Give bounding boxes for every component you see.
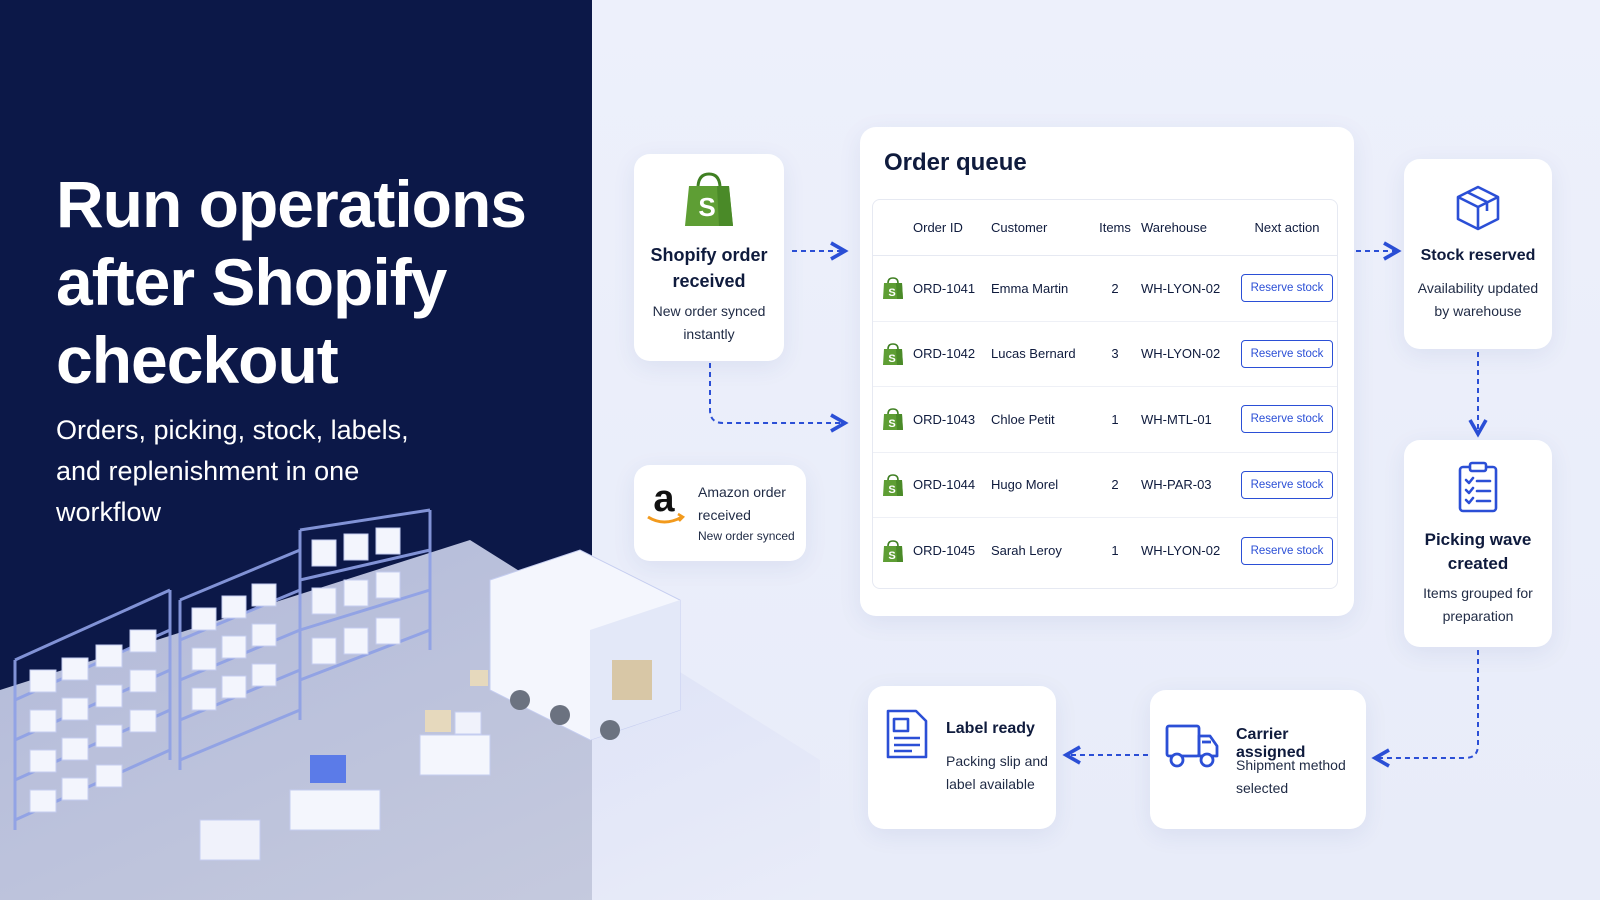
table-row: S ORD-1041 Emma Martin 2 WH-LYON-02 Reserve s… [873,256,1337,322]
table-row: S ORD-1043 Chloe Petit 1 WH-MTL-01 Reserve st… [873,387,1337,453]
customer-cell: Lucas Bernard [991,346,1076,362]
order-table: Order ID Customer Items Warehouse Next a… [872,199,1338,589]
label-document-icon [884,708,930,760]
order-id-cell: ORD-1041 [913,280,976,296]
amazon-card-subtitle: New order synced [698,529,795,543]
carrier-card-title: Carrier assigned [1236,726,1306,761]
amazon-order-card: a Amazon order received New order synced [634,465,806,561]
warehouse-illustration [0,508,820,900]
clipboard-checklist-icon [1457,460,1499,514]
svg-text:S: S [888,484,895,496]
reserve-stock-button[interactable]: Reserve stock [1240,339,1334,368]
customer-cell: Chloe Petit [991,411,1055,427]
warehouse-cell: WH-PAR-03 [1141,477,1212,493]
warehouse-cell: WH-LYON-02 [1141,346,1221,362]
box-icon [1453,183,1503,233]
hero-title: Run operations after Shopify checkout [56,167,527,397]
amazon-logo-icon: a [644,481,688,527]
order-queue-panel: Order queue Order ID Customer Items Ware… [860,127,1354,616]
shopify-icon: S [873,539,913,563]
svg-text:S: S [698,192,715,222]
table-row: S ORD-1045 Sarah Leroy 1 WH-LYON-02 Reserve s… [873,518,1337,584]
warehouse-cell: WH-LYON-02 [1141,280,1221,296]
label-ready-card: Label ready Packing slip and label avail… [868,686,1056,829]
order-id-cell: ORD-1044 [913,477,976,493]
col-header-next-action: Next action [1254,220,1320,235]
stock-reserved-card: Stock reserved Availability updated by w… [1404,159,1552,349]
customer-cell: Hugo Morel [991,477,1059,493]
table-row: S ORD-1042 Lucas Bernard 3 WH-LYON-02 Reserve… [873,322,1337,387]
shopify-order-card: S Shopify order received New order synce… [634,154,784,361]
reserve-stock-button[interactable]: Reserve stock [1240,274,1334,303]
amazon-card-title: Amazon order received [698,484,786,523]
col-header-order-id: Order ID [913,220,963,235]
shopify-icon: S [873,342,913,366]
stock-card-subtitle: Availability updated by warehouse [1417,280,1539,319]
truck-icon [1164,720,1220,772]
customer-cell: Emma Martin [991,280,1069,296]
items-cell: 3 [1111,346,1119,362]
order-id-cell: ORD-1042 [913,346,976,362]
carrier-card-subtitle: Shipment method selected [1236,757,1346,796]
customer-cell: Sarah Leroy [991,543,1062,559]
order-id-cell: ORD-1045 [913,543,976,559]
shopify-icon: S [873,473,913,497]
shopify-icon: S [873,407,913,431]
warehouse-cell: WH-MTL-01 [1141,411,1212,427]
label-card-subtitle: Packing slip and label available [946,753,1048,792]
order-queue-title: Order queue [884,149,1027,176]
table-row: S ORD-1044 Hugo Morel 2 WH-PAR-03 Reserve sto… [873,453,1337,518]
col-header-customer: Customer [991,220,1048,235]
table-header: Order ID Customer Items Warehouse Next a… [873,200,1337,256]
shopify-bag-icon: S [683,170,735,230]
picking-card-subtitle: Items grouped for preparation [1423,585,1533,624]
shopify-card-title: Shopify order received [650,245,768,291]
shopify-card-subtitle: New order synced instantly [652,303,766,342]
items-cell: 2 [1111,477,1119,493]
reserve-stock-button[interactable]: Reserve stock [1240,405,1334,434]
svg-text:S: S [888,550,895,562]
warehouse-cell: WH-LYON-02 [1141,543,1221,559]
hero-subtitle: Orders, picking, stock, labels, and repl… [56,415,409,527]
picking-wave-card: Picking wave created Items grouped for p… [1404,440,1552,647]
label-card-title: Label ready [946,720,1035,737]
svg-text:S: S [888,418,895,430]
order-id-cell: ORD-1043 [913,411,976,427]
carrier-assigned-card: Carrier assigned Shipment method selecte… [1150,690,1366,829]
svg-text:a: a [653,481,675,520]
reserve-stock-button[interactable]: Reserve stock [1240,536,1334,565]
col-header-warehouse: Warehouse [1141,220,1207,235]
items-cell: 1 [1111,543,1119,559]
col-header-items: Items [1099,220,1131,235]
picking-card-title: Picking wave created [1424,530,1532,573]
stock-card-title: Stock reserved [1420,247,1536,264]
svg-text:S: S [888,353,895,365]
reserve-stock-button[interactable]: Reserve stock [1240,470,1334,499]
shopify-icon: S [873,276,913,300]
svg-text:S: S [888,287,895,299]
items-cell: 1 [1111,411,1119,427]
items-cell: 2 [1111,280,1119,296]
